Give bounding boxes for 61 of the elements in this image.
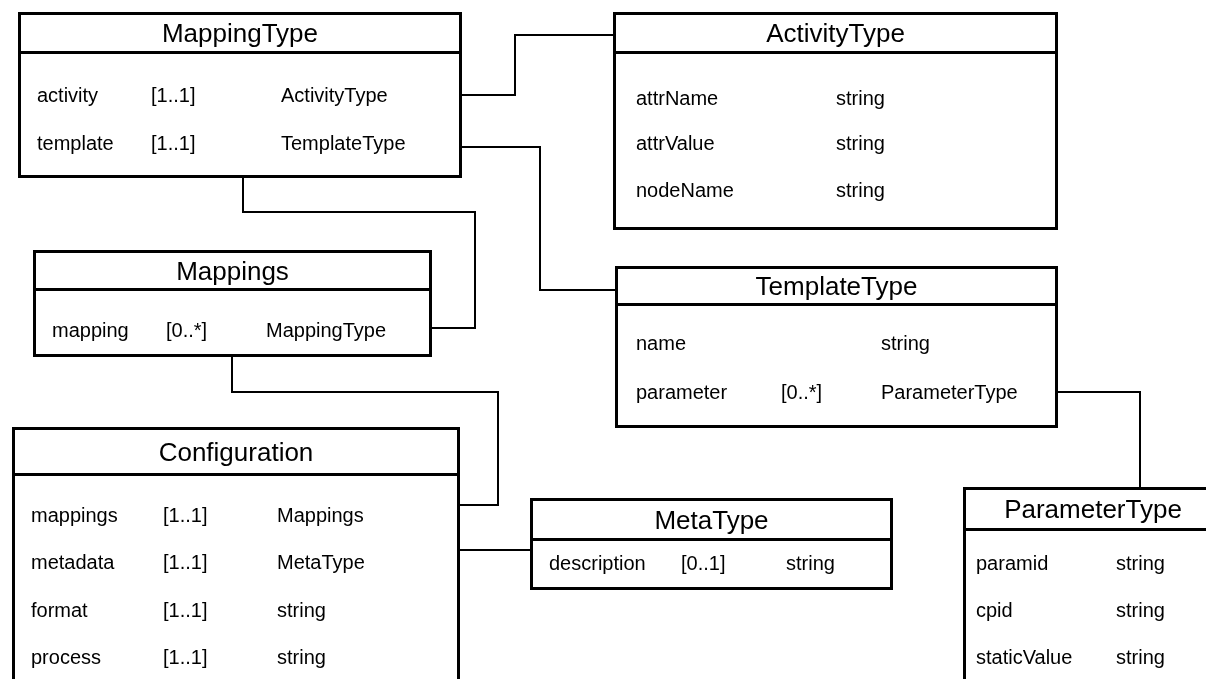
connector-line (1057, 391, 1141, 488)
connector-line (459, 549, 531, 551)
attribute-type: MappingType (266, 318, 387, 342)
attribute-type: string (277, 645, 326, 669)
attribute-name: description (549, 551, 646, 575)
class-box (963, 487, 1206, 679)
class-box (33, 250, 432, 357)
attribute-name: parameter (636, 380, 728, 404)
attribute-name: nodeName (636, 178, 734, 202)
multiplicity: [0..1] (681, 551, 726, 575)
class-box (615, 266, 1058, 428)
attribute-type: Mappings (277, 503, 364, 527)
attribute-type: ActivityType (281, 83, 388, 107)
connector-line (231, 356, 499, 506)
class-box (530, 498, 893, 590)
multiplicity: [1..1] (151, 83, 196, 107)
connector-line (461, 146, 616, 291)
attribute-type: TemplateType (281, 131, 406, 155)
attribute-type: string (836, 86, 885, 110)
class-name: MetaType (653, 504, 770, 535)
attribute-name: template (37, 131, 114, 155)
attribute-name: attrName (636, 86, 719, 110)
attribute-type: string (881, 331, 930, 355)
class-name: Mappings (175, 255, 290, 286)
multiplicity: [0..*] (781, 380, 823, 404)
attribute-name: format (31, 598, 88, 622)
attribute-name: name (636, 331, 687, 355)
multiplicity: [1..1] (163, 503, 208, 527)
attribute-name: process (31, 645, 102, 669)
attribute-type: string (1116, 645, 1165, 669)
attribute-type: string (1116, 598, 1165, 622)
attribute-name: mapping (52, 318, 129, 342)
attribute-type: string (836, 178, 885, 202)
multiplicity: [1..1] (163, 645, 208, 669)
attribute-type: MetaType (277, 550, 365, 574)
class-name: MappingType (160, 18, 320, 48)
multiplicity: [0..*] (166, 318, 208, 342)
class-name: TemplateType (754, 271, 919, 301)
attribute-name: paramid (976, 551, 1049, 575)
class-name: Configuration (157, 436, 315, 467)
attribute-type: string (786, 551, 835, 575)
attribute-name: attrValue (636, 131, 715, 155)
multiplicity: [1..1] (151, 131, 196, 155)
multiplicity: [1..1] (163, 550, 208, 574)
attribute-type: ParameterType (881, 380, 1018, 404)
multiplicity: [1..1] (163, 598, 208, 622)
attribute-name: cpid (976, 598, 1013, 622)
attribute-name: metadata (31, 550, 115, 574)
attribute-name: staticValue (976, 645, 1073, 669)
class-box (613, 12, 1058, 230)
class-name: ActivityType (765, 18, 906, 48)
connector-line (461, 34, 614, 96)
attribute-name: mappings (31, 503, 118, 527)
attribute-type: string (277, 598, 326, 622)
attribute-type: string (836, 131, 885, 155)
attribute-name: activity (37, 83, 99, 107)
connector-line (242, 177, 476, 329)
class-box (12, 427, 460, 679)
class-box (18, 12, 462, 178)
class-name: ParameterType (1003, 494, 1183, 524)
attribute-type: string (1116, 551, 1165, 575)
